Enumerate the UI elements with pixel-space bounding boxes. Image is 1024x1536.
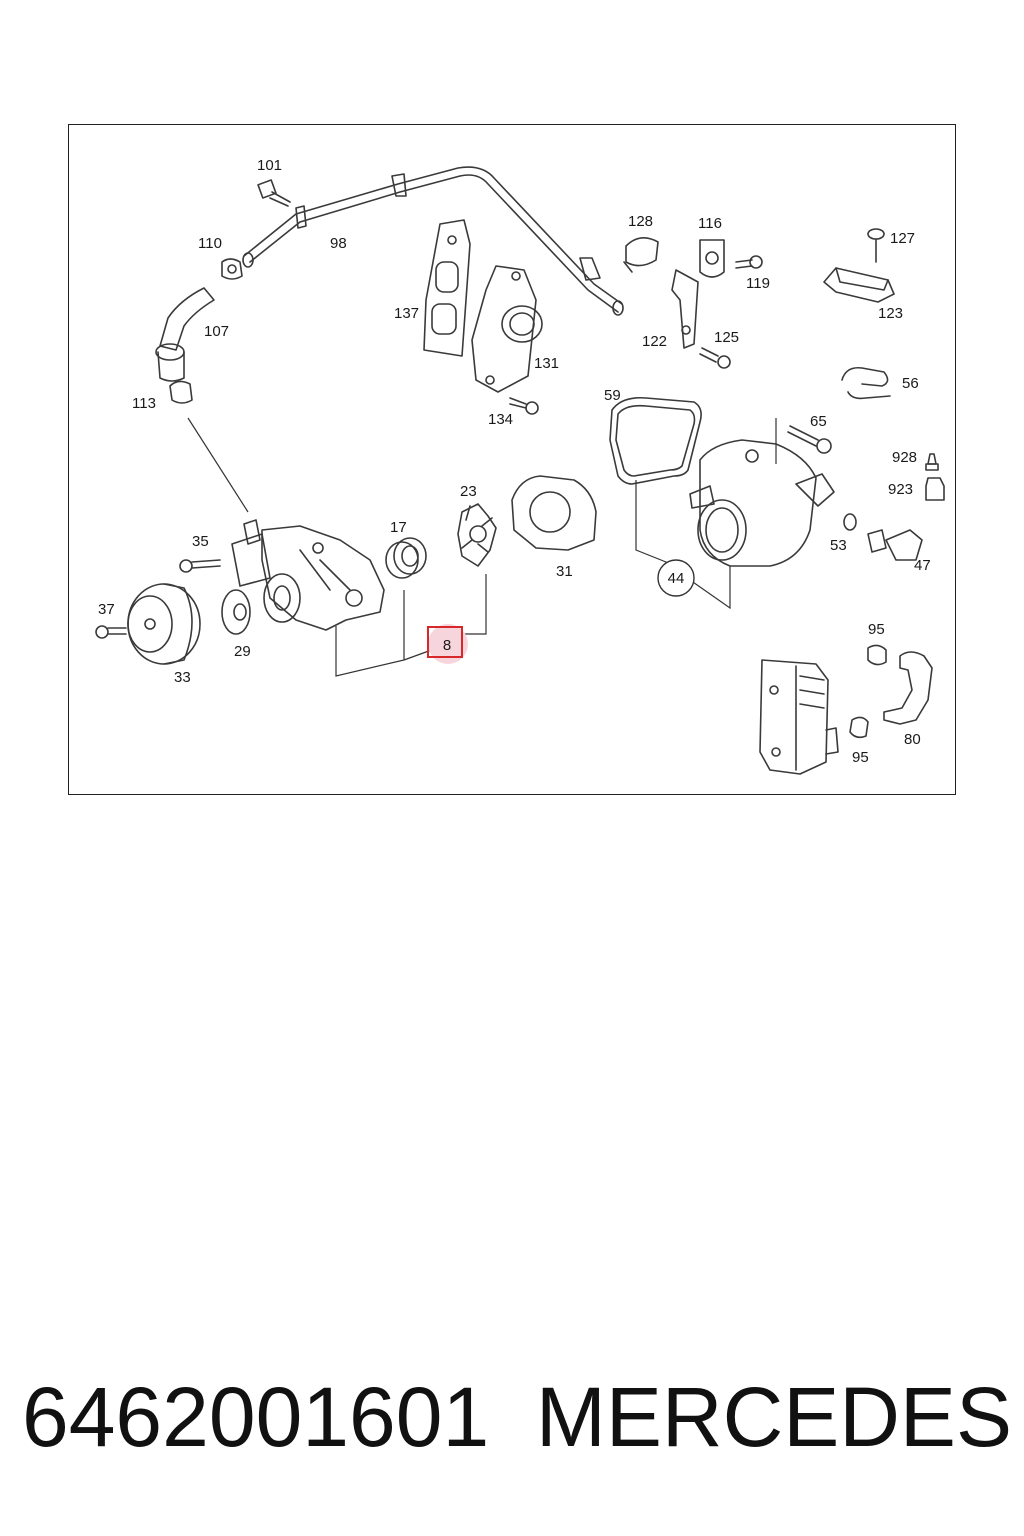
- hose-80: [883, 651, 933, 725]
- clamp-110: [221, 258, 243, 280]
- label-134: 134: [488, 411, 513, 428]
- clip-128: [623, 237, 659, 273]
- label-113: 113: [132, 395, 156, 412]
- pulley-33: [127, 583, 201, 665]
- label-44: 44: [668, 570, 685, 587]
- clamp-95-bottom: [849, 716, 869, 739]
- label-37: 37: [98, 601, 115, 618]
- label-53: 53: [830, 537, 847, 554]
- hub-29: [221, 589, 251, 635]
- label-59: 59: [604, 387, 621, 404]
- clip-56: [841, 366, 891, 400]
- seal-ring-53: [843, 513, 857, 531]
- screw-127: [867, 228, 885, 263]
- clamp-95-top: [867, 644, 887, 666]
- label-95-bottom: 95: [852, 749, 869, 766]
- gasket-31: [511, 475, 597, 551]
- bolt-125: [699, 347, 731, 369]
- bolt-101: [257, 179, 291, 207]
- label-119: 119: [746, 275, 770, 292]
- label-923: 923: [888, 481, 913, 498]
- label-29: 29: [234, 643, 251, 660]
- label-101: 101: [257, 157, 282, 174]
- label-65: 65: [810, 413, 827, 430]
- label-80: 80: [904, 731, 921, 748]
- holder-116: [699, 239, 725, 278]
- bolt-37: [95, 625, 127, 639]
- label-125: 125: [714, 329, 739, 346]
- label-110: 110: [198, 235, 222, 252]
- label-17: 17: [390, 519, 407, 536]
- label-128: 128: [628, 213, 653, 230]
- label-35: 35: [192, 533, 209, 550]
- clamp-113: [169, 380, 193, 404]
- label-123: 123: [878, 305, 903, 322]
- label-131: 131: [534, 355, 559, 372]
- sensor-923: [925, 477, 945, 501]
- gasket-59: [609, 396, 702, 485]
- coolant-pipe-98: [242, 166, 624, 316]
- label-137: 137: [394, 305, 419, 322]
- bracket-122: [671, 269, 699, 349]
- leader-lines: [187, 417, 777, 677]
- bolt-65: [787, 425, 832, 454]
- impeller-23: [457, 503, 497, 567]
- sensor-928: [925, 453, 939, 471]
- bolt-134: [509, 397, 539, 415]
- label-98: 98: [330, 235, 347, 252]
- label-56: 56: [902, 375, 919, 392]
- label-127: 127: [890, 230, 915, 247]
- hose-107: [155, 287, 215, 382]
- bolt-119: [735, 255, 763, 269]
- housing-131: [471, 265, 543, 393]
- footer-caption: 6462001601 MERCEDES: [22, 1362, 1012, 1472]
- oil-cooler: [759, 659, 839, 775]
- callout-8-highlighted[interactable]: 8: [427, 624, 468, 664]
- label-47: 47: [914, 557, 931, 574]
- seal-17: [385, 537, 427, 579]
- label-928: 928: [892, 449, 917, 466]
- label-31: 31: [556, 563, 573, 580]
- diagram-frame: [68, 124, 956, 795]
- brand-name: MERCEDES: [535, 1369, 1012, 1464]
- water-pump-body: [231, 519, 385, 631]
- label-23: 23: [460, 483, 477, 500]
- gasket-137: [423, 219, 471, 357]
- callout-44: 44: [657, 559, 695, 597]
- label-95-top: 95: [868, 621, 885, 638]
- thermostat-housing-44: [689, 439, 835, 567]
- label-107: 107: [204, 323, 229, 340]
- part-number: 6462001601: [22, 1369, 490, 1464]
- label-122: 122: [642, 333, 667, 350]
- plate-123: [823, 267, 895, 303]
- sensor-47: [867, 529, 923, 561]
- label-33: 33: [174, 669, 191, 686]
- label-8: 8: [443, 637, 451, 654]
- bolt-35: [179, 559, 221, 573]
- label-116: 116: [698, 215, 722, 232]
- callout-labels: 101 98 110 107 113 137 131 134 128 116 1…: [98, 157, 931, 766]
